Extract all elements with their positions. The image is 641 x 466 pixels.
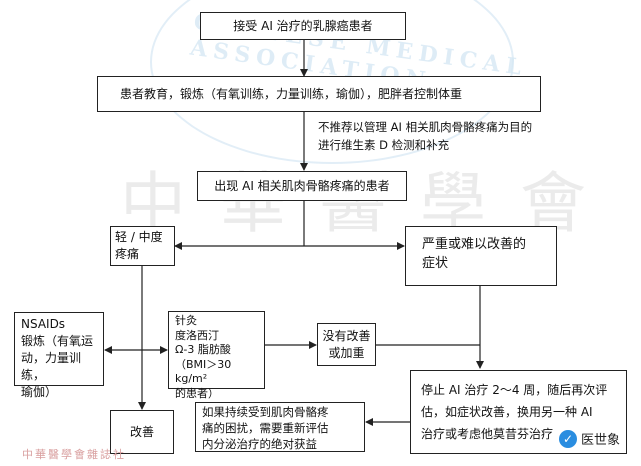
note-vitamin-d: 不推荐以管理 AI 相关肌肉骨骼疼痛为目的 进行维生素 D 检测和补充 <box>318 118 532 154</box>
node-education-text: 患者教育，锻炼（有氧训练，力量训练，瑜伽），肥胖者控制体重 <box>120 86 463 101</box>
node-mild-pain: 轻 / 中度 疼痛 <box>110 226 175 266</box>
node-stop-line-3: 治疗或考虑他莫昔芬治疗 <box>421 427 554 441</box>
source-badge: ✓ 医世象 <box>555 427 625 450</box>
node-no-improvement: 没有改善 或加重 <box>317 323 376 366</box>
node-options-line-3: Ω-3 脂肪酸 <box>175 343 231 356</box>
node-mild-line-2: 疼痛 <box>115 247 140 261</box>
node-options-line-5: 的患者） <box>175 386 219 400</box>
node-options: 针灸 度洛西汀 Ω-3 脂肪酸 （BMI＞30 kg/m² 的患者） <box>168 311 265 400</box>
note-line-2: 进行维生素 D 检测和补充 <box>318 138 450 152</box>
node-mild-line-1: 轻 / 中度 <box>115 230 163 244</box>
node-nsaids-line-2: 锻炼（有氧运 <box>21 334 94 348</box>
node-severe-line-2: 症状 <box>422 256 449 271</box>
chat-bubble-icon: ✓ <box>559 429 577 448</box>
node-options-line-4: （BMI＞30 kg/m² <box>175 357 232 386</box>
node-no-improve-line-2: 或加重 <box>328 345 365 360</box>
node-severe-line-1: 严重或难以改善的 <box>422 237 527 252</box>
node-severe: 严重或难以改善的 症状 <box>405 226 557 286</box>
node-stop-line-1: 停止 AI 治疗 2～4 周，随后再次评 <box>421 383 608 397</box>
node-nsaids-line-4: 瑜伽） <box>21 385 58 399</box>
watermark-bottom-logo: 中華醫學會雜誌社 <box>22 448 126 461</box>
node-options-line-1: 针灸 <box>175 314 197 327</box>
node-persist-line-2: 痛的困扰，需要重新评估 <box>202 421 329 435</box>
node-nsaids-line-1: NSAIDs <box>21 317 66 331</box>
node-start: 接受 AI 治疗的乳腺癌患者 <box>200 12 406 40</box>
node-symptoms-text: 出现 AI 相关肌肉骨骼疼痛的患者 <box>214 178 390 193</box>
node-nsaids: NSAIDs 锻炼（有氧运 动，力量训练， 瑜伽） <box>14 312 104 399</box>
node-symptoms: 出现 AI 相关肌肉骨骼疼痛的患者 <box>197 171 407 201</box>
node-stop-ai: 停止 AI 治疗 2～4 周，随后再次评 估，如症状改善，换用另一种 AI 治疗… <box>410 370 627 454</box>
badge-text: 医世象 <box>581 433 621 448</box>
node-stop-line-2: 估，如症状改善，换用另一种 AI <box>421 405 593 419</box>
node-no-improve-line-1: 没有改善 <box>322 328 371 343</box>
node-start-text: 接受 AI 治疗的乳腺癌患者 <box>233 18 373 33</box>
node-persist-line-1: 如果持续受到肌肉骨骼疼 <box>202 405 329 419</box>
note-line-1: 不推荐以管理 AI 相关肌肉骨骼疼痛为目的 <box>318 120 533 134</box>
node-improvement-text: 改善 <box>129 424 154 439</box>
node-persist-line-3: 内分泌治疗的绝对获益 <box>202 437 317 451</box>
node-persist: 如果持续受到肌肉骨骼疼 痛的困扰，需要重新评估 内分泌治疗的绝对获益 <box>195 402 365 452</box>
node-options-line-2: 度洛西汀 <box>175 328 219 342</box>
node-education: 患者教育，锻炼（有氧训练，力量训练，瑜伽），肥胖者控制体重 <box>97 76 541 112</box>
node-nsaids-line-3: 动，力量训练， <box>21 351 82 382</box>
node-improvement: 改善 <box>110 410 174 454</box>
